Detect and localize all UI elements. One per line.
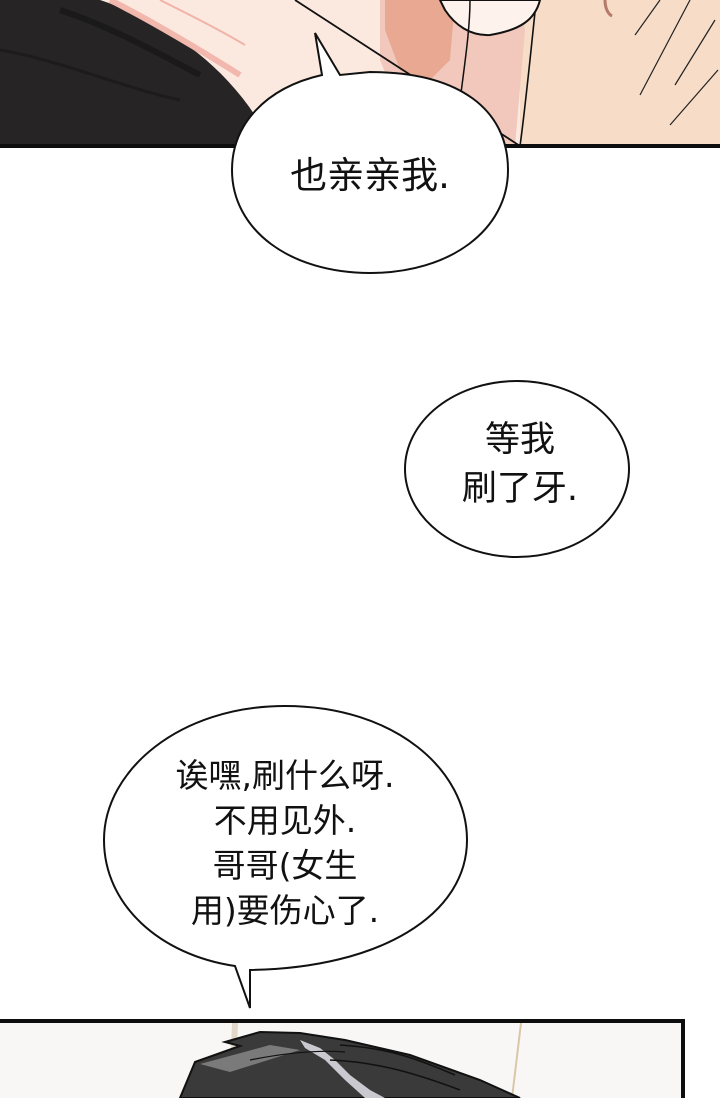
bubble-1-text: 也亲亲我. [290, 154, 450, 197]
bottom-panel [0, 1019, 685, 1098]
speech-bubble-3 [102, 704, 469, 1009]
speech-bubble-1 [230, 32, 510, 275]
bubble-2-text: 等我 刷了牙. [461, 420, 579, 509]
speech-bubble-2 [404, 380, 630, 558]
bubble-3-text: 诶嘿,刷什么呀. 不用见外. 哥哥(女生 用)要伤心了. [175, 756, 395, 930]
